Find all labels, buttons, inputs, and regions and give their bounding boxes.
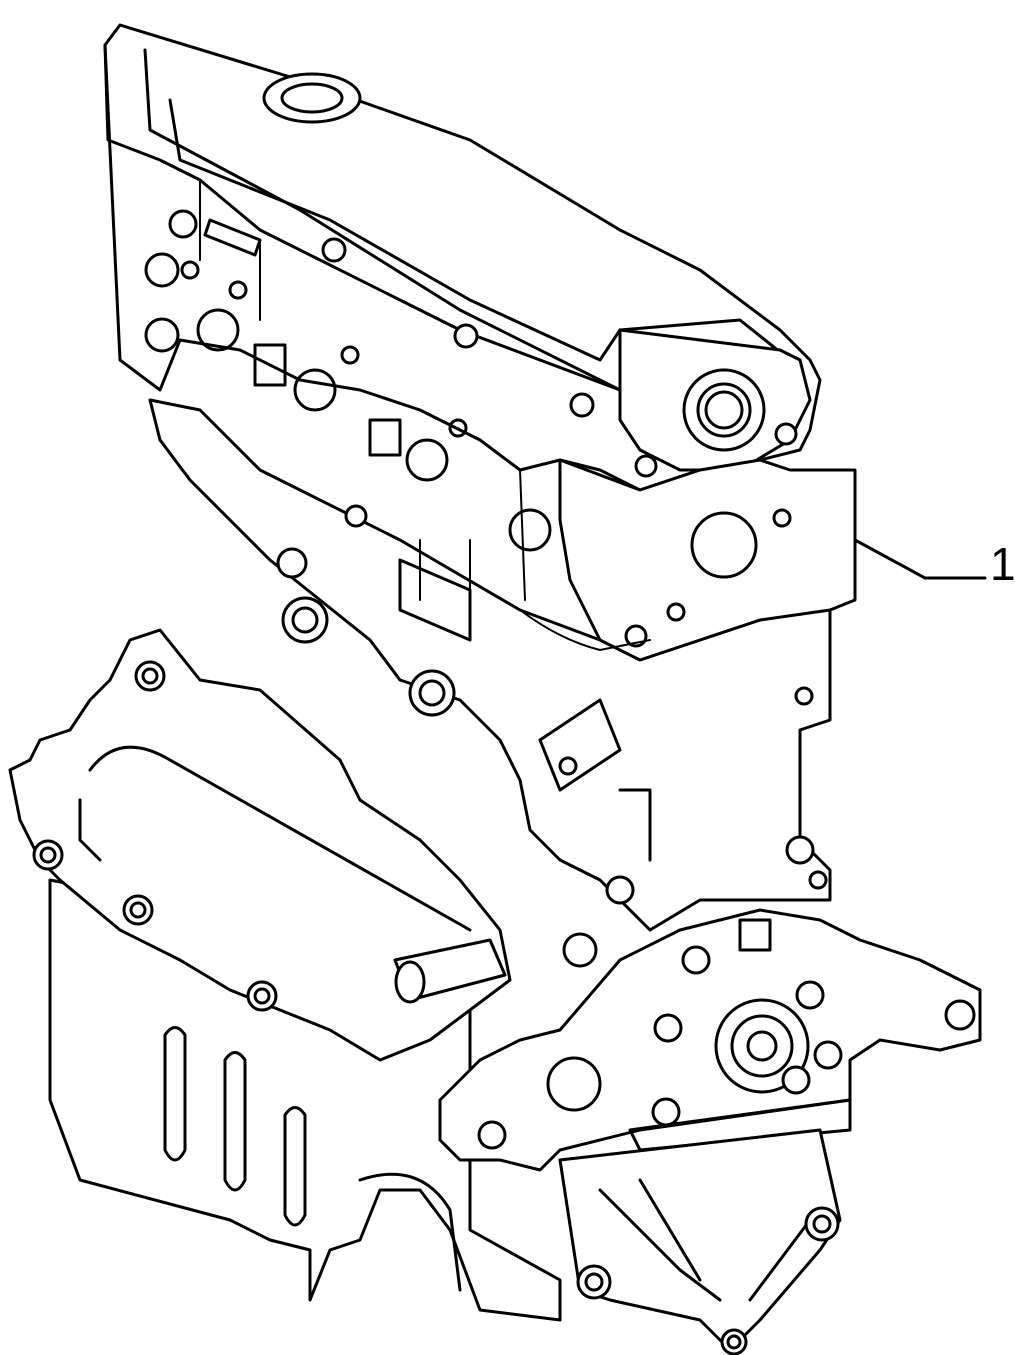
- timing-cover-left: [8, 628, 512, 1062]
- front-accessory-bracket: [438, 908, 982, 1172]
- engine-block: [148, 398, 832, 968]
- callout-label: 1: [990, 538, 1016, 590]
- callout-1: 1: [853, 538, 1016, 590]
- cam-seal-housing: [618, 328, 812, 478]
- lower-support-bracket: [558, 1128, 842, 1355]
- bellhousing-flange: [558, 458, 857, 662]
- detail-lines: [199, 179, 651, 652]
- leader-line: [853, 538, 987, 580]
